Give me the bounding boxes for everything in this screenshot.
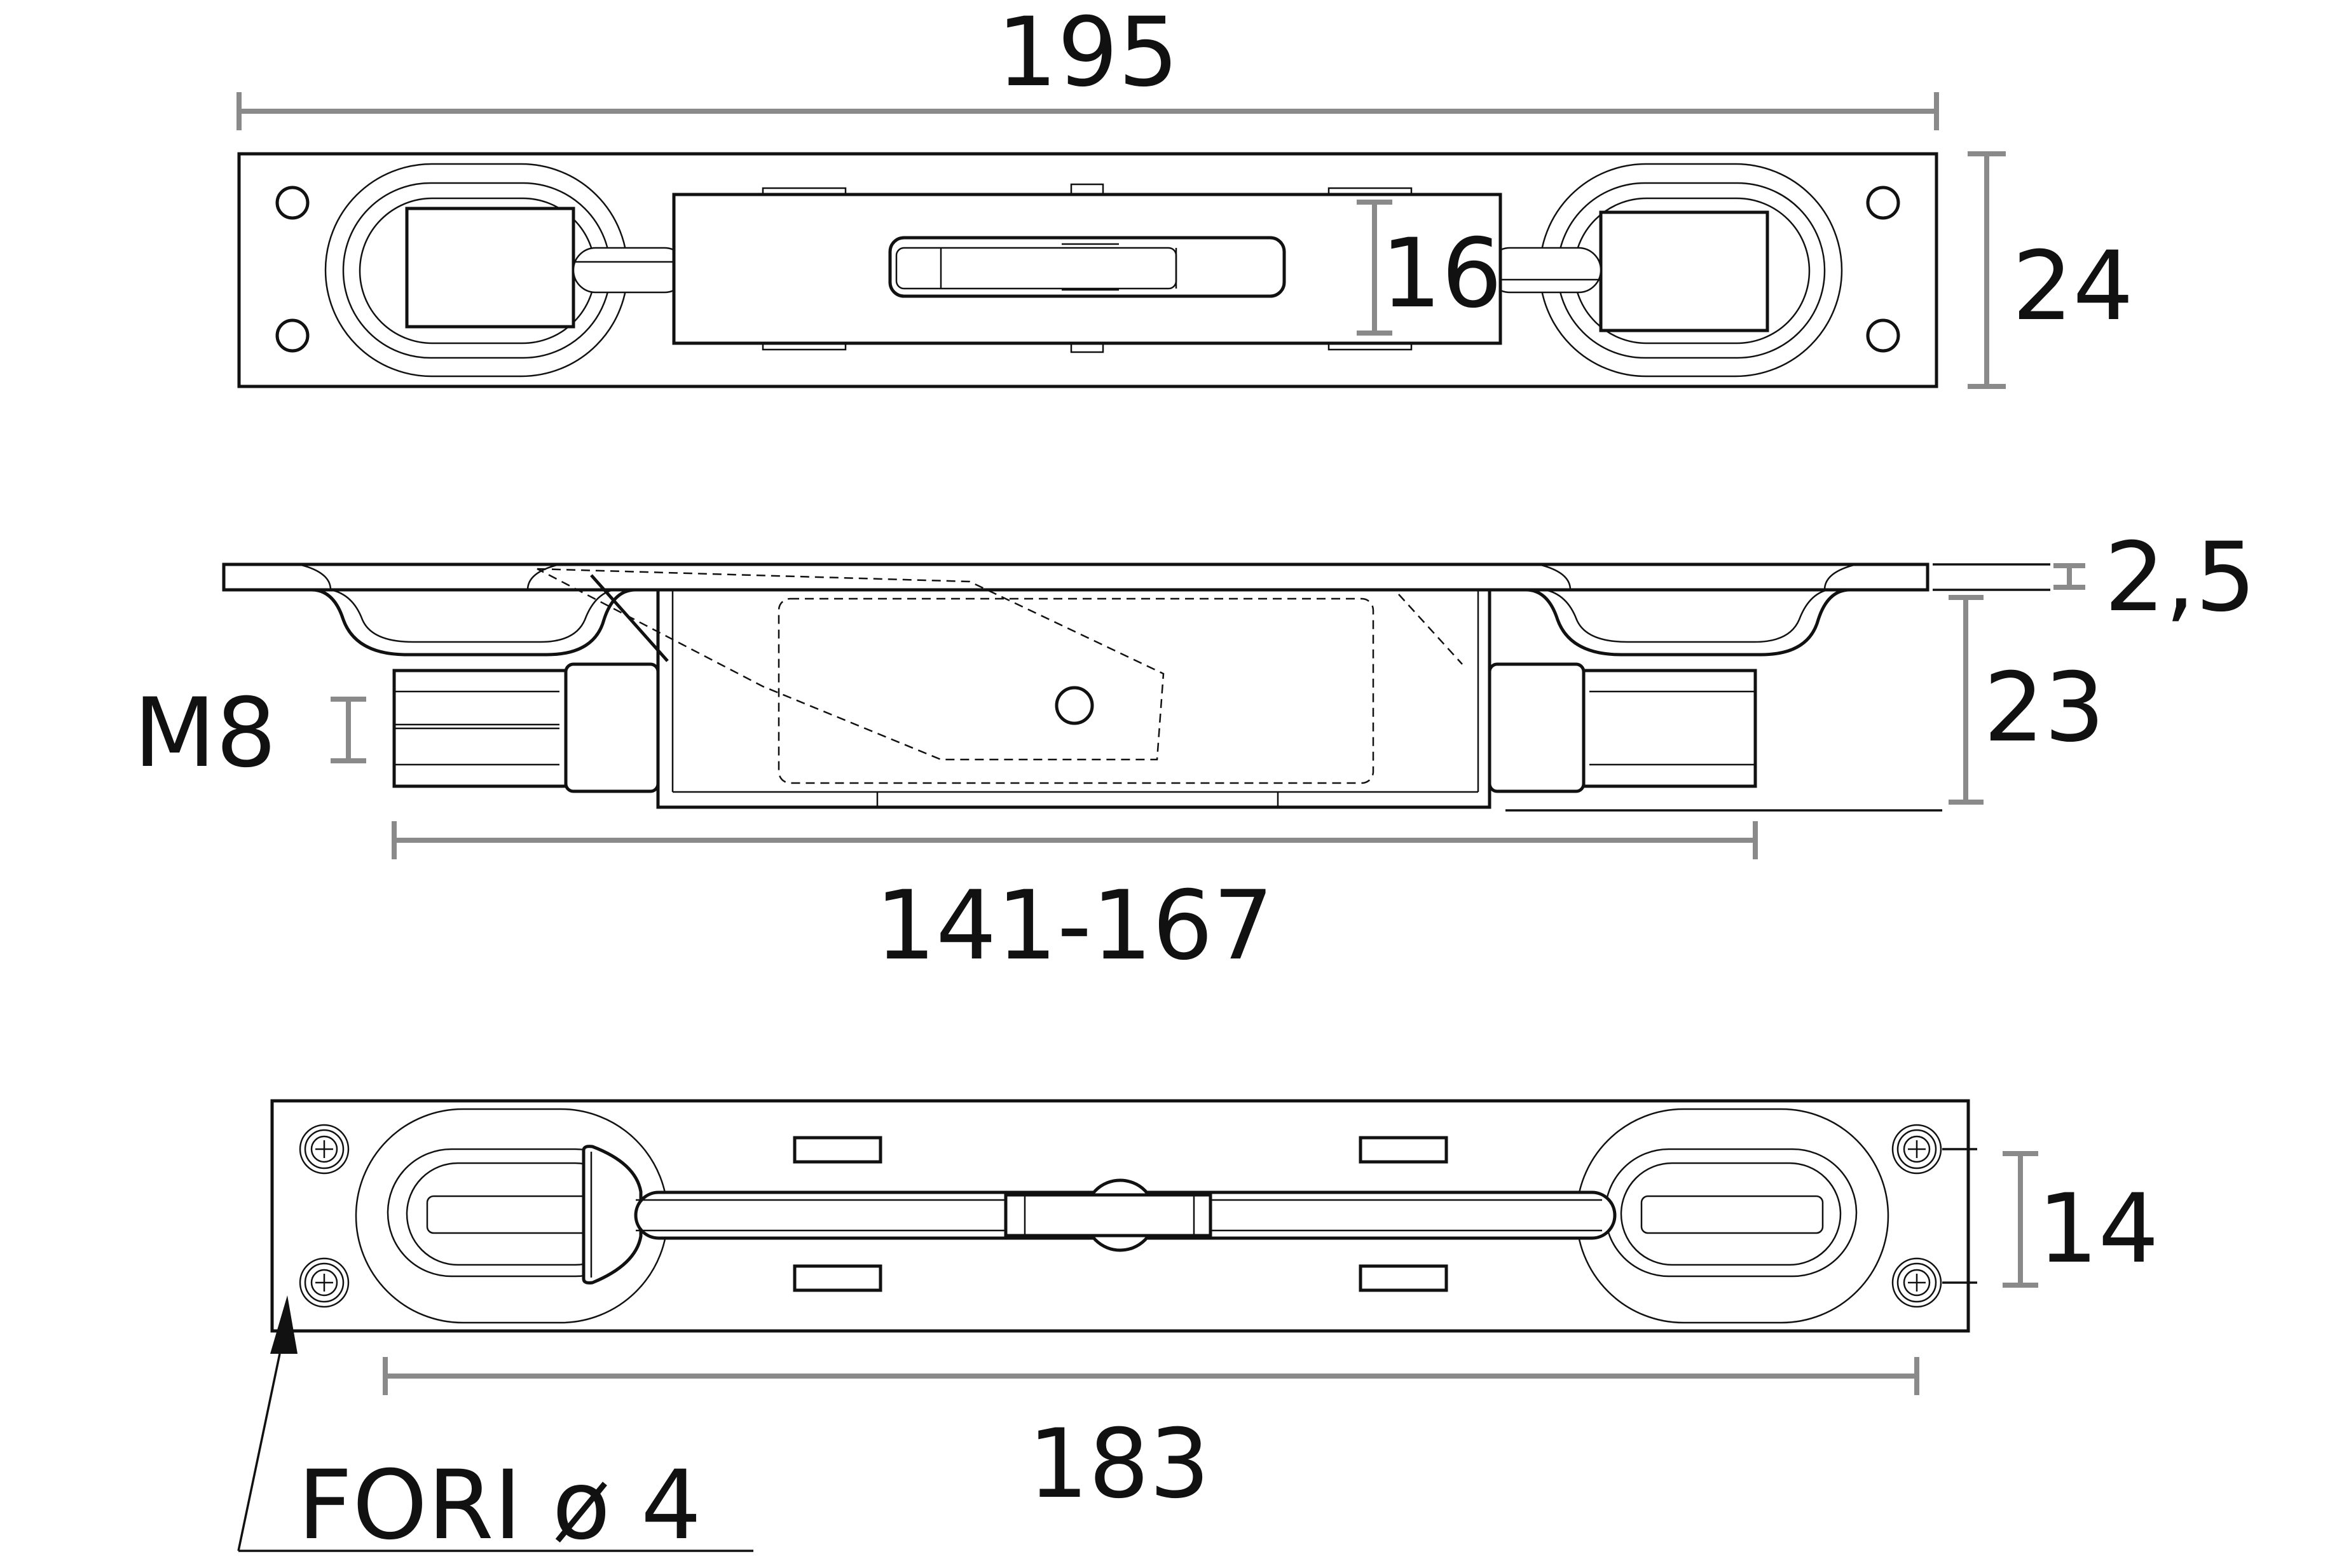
holes-note-label: FORI ø 4 (298, 1450, 701, 1561)
top-view: 195 24 16 (236, 0, 2134, 389)
dimension-label-24: 24 (2012, 231, 2134, 342)
bottom-view-slot (793, 1136, 882, 1164)
bottom-view-slot (1359, 1264, 1448, 1292)
side-view-recess-right (1525, 588, 1851, 657)
dimension-label-16: 16 (1381, 219, 1502, 329)
top-view-bolt-head-left (405, 207, 575, 329)
bottom-view-hole (1891, 1257, 1942, 1308)
bottom-view-slider (1004, 1193, 1212, 1237)
side-view-recess-left (311, 588, 636, 657)
side-view-plate (222, 562, 1929, 592)
top-view-recess-right (1539, 163, 1843, 378)
top-view-hole (275, 318, 310, 353)
bottom-view: 14 183 FORI ø 4 (237, 1099, 2159, 1561)
dimension-label-141-167: 141-167 (875, 871, 1274, 981)
dimension-label-m8: M8 (134, 678, 277, 789)
top-view-hole (1866, 318, 1900, 353)
bottom-view-hole (299, 1124, 350, 1175)
top-view-bolt-head-right (1599, 210, 1769, 332)
side-view: 2,5 23 M8 141-167 (134, 522, 2256, 981)
dimension-label-195: 195 (997, 0, 1179, 108)
top-view-recess-left (324, 163, 629, 378)
leader-arrow-icon (270, 1295, 298, 1354)
dimension-label-14: 14 (2038, 1174, 2159, 1285)
dimension-label-183: 183 (1028, 1409, 1210, 1520)
bottom-view-hole (299, 1257, 350, 1308)
top-view-hole (1866, 186, 1900, 220)
side-view-bolt-right (1582, 669, 1757, 788)
side-view-lever-pin (1055, 686, 1094, 725)
side-view-bolt-collar-left (564, 662, 660, 793)
dimension-label-23: 23 (1984, 653, 2105, 763)
top-view-hole (275, 186, 310, 220)
bottom-view-slot (1359, 1136, 1448, 1164)
top-view-rod-right (1486, 247, 1602, 294)
side-view-hidden-housing (778, 597, 1374, 784)
dimension-label-2-5: 2,5 (2104, 522, 2256, 633)
holes-leader (237, 1295, 753, 1552)
bottom-view-hole (1891, 1124, 1942, 1175)
bottom-view-bolt-tip (582, 1145, 643, 1285)
side-view-hidden-lever (537, 568, 1165, 761)
top-view-slot (888, 236, 1286, 298)
bottom-view-slot (793, 1264, 882, 1292)
top-view-rod-left (572, 247, 688, 294)
side-view-bolt-collar-right (1488, 662, 1586, 793)
